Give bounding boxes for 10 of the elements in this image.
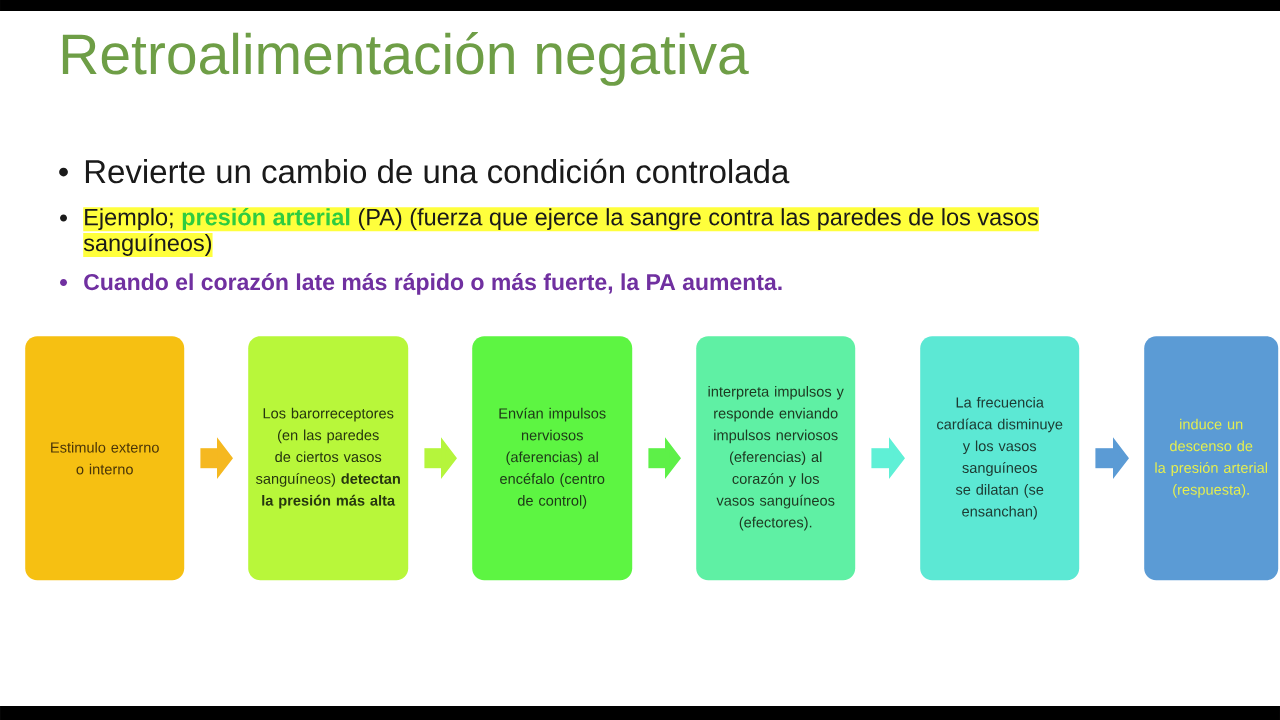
step-box: induce un descenso de la presión arterial (respuesta). bbox=[1144, 336, 1279, 581]
bullet-text: Cuando el corazón late más rápido o más fuerte, la PA aumenta. bbox=[84, 273, 782, 295]
highlighted-bullet-text: Ejemplo; presión arterial (PA) (fuerza que ejerce la sangre contra las paredes de los vasos sanguíneos) bbox=[83, 207, 1039, 257]
bullet-text: Revierte un cambio de una condición controlada bbox=[85, 158, 790, 184]
step-box: Estimulo externo o interno bbox=[25, 336, 185, 581]
step-box: Los barorreceptores (en las paredes de ciertos vasos sanguíneos) detectan la presión más alta bbox=[248, 336, 409, 581]
step-box: La frecuencia cardíaca disminuye y los vasos sanguíneos se dilatan (se ensanchan) bbox=[920, 336, 1080, 581]
step-box: interpreta impulsos y responde enviando impulsos nerviosos (eferencias) al corazón y los vasos sanguíneos (efectores). bbox=[696, 336, 856, 581]
step-box: Envían impulsos nerviosos (aferencias) al encéfalo (centro de control) bbox=[472, 336, 633, 581]
slide-title: Retroalimentación negativa bbox=[62, 32, 749, 86]
